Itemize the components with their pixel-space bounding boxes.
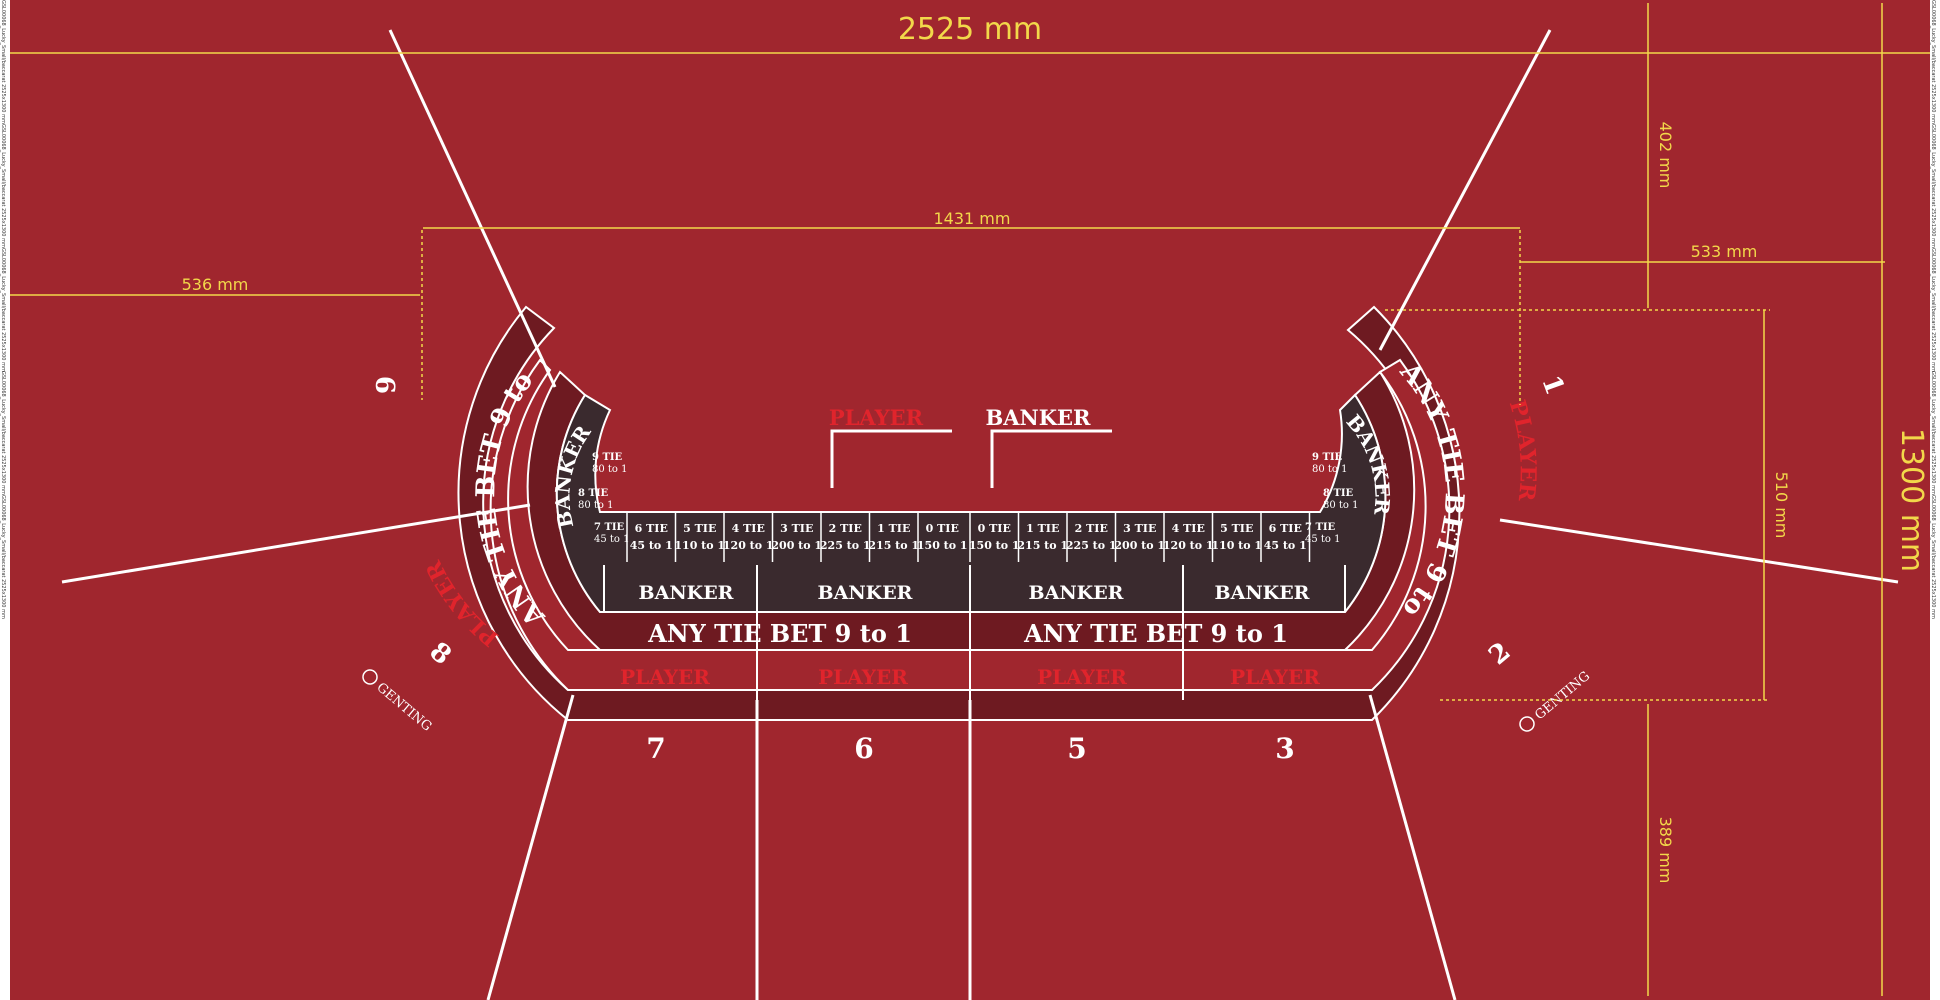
tie-cell-right-odds: 120 to 1 [1163, 539, 1214, 552]
svg-text:GENTING: GENTING [1532, 669, 1593, 723]
seat-number-3: 3 [1275, 732, 1294, 765]
svg-text:GENTING: GENTING [373, 680, 434, 734]
dimension-lines [10, 3, 1930, 996]
dim-top-gap: 402 mm [1656, 122, 1675, 189]
straight-dividers [603, 565, 1346, 700]
banker-box-label: BANKER [1029, 582, 1124, 604]
dim-inner-width: 1431 mm [934, 209, 1011, 228]
tie-cell-left-name: 4 TIE [732, 522, 765, 535]
dim-arc-height: 510 mm [1772, 472, 1791, 539]
tie-cell-left-odds: 110 to 1 [674, 539, 725, 552]
seat-number-5: 5 [1067, 732, 1086, 765]
genting-logo-left: GENTING [362, 669, 434, 735]
tie-cell-left-name: 0 TIE [926, 522, 959, 535]
print-code-strip-left: GSL00068_Lucky_Small/baccarat 2525x1300 … [0, 0, 10, 1000]
dim-left-offset: 536 mm [182, 275, 249, 294]
player-box-label: PLAYER [818, 665, 908, 689]
player-box-label: PLAYER [1230, 665, 1320, 689]
curve-right-player: PLAYER [1504, 397, 1541, 503]
player-box-label: PLAYER [1037, 665, 1127, 689]
tie-cell-right-odds: 215 to 1 [1017, 539, 1068, 552]
any-tie-label: ANY TIE BET 9 to 1 [647, 619, 912, 648]
tie-cell-left-odds: 120 to 1 [723, 539, 774, 552]
print-code: GSL00068_Lucky_Small/baccarat 2525x1300 … [0, 371, 6, 496]
tie-cell-left-name: 6 TIE [635, 522, 668, 535]
tie-cell-right-name: 3 TIE [1123, 522, 1156, 535]
print-code-strip-right: GSL00068_Lucky_Small/baccarat 2525x1300 … [1930, 0, 1940, 1000]
tie-cell-right-name: 5 TIE [1220, 522, 1253, 535]
tie-cell-right-odds: 45 to 1 [1264, 539, 1307, 552]
tie-cell-left-odds: 45 to 1 [630, 539, 673, 552]
dim-bottom-gap: 389 mm [1656, 817, 1675, 884]
tie-cell-left-odds: 225 to 1 [820, 539, 871, 552]
seat-number-2: 2 [1483, 637, 1516, 672]
dim-total-width: 2525 mm [898, 12, 1042, 47]
curve-left-tie-9-odds: 80 to 1 [592, 464, 627, 475]
curve-left-tie-7: 7 TIE [594, 522, 625, 533]
tie-cell-left-odds: 200 to 1 [771, 539, 822, 552]
seat-number-1: 1 [1535, 372, 1569, 399]
tie-cell-right-name: 1 TIE [1026, 522, 1059, 535]
print-code: GSL00068_Lucky_Small/baccarat 2525x1300 … [1930, 495, 1936, 620]
print-code: GSL00068_Lucky_Small/baccarat 2525x1300 … [0, 0, 6, 124]
tie-cell-right-odds: 225 to 1 [1066, 539, 1117, 552]
banker-box-label: BANKER [1215, 582, 1310, 604]
dim-total-height: 1300 mm [1894, 428, 1929, 572]
tie-cells: 6 TIE 45 to 1 5 TIE 110 to 1 4 TIE 120 to 1 3 … [626, 512, 1311, 562]
curve-right-tie-8-odds: 80 to 1 [1323, 500, 1358, 511]
seat-number-7: 7 [646, 732, 665, 765]
tie-cell-left-odds: 215 to 1 [868, 539, 919, 552]
seat-number-6: 6 [854, 732, 873, 765]
tie-cell-left-name: 1 TIE [877, 522, 910, 535]
curve-left-tie-8: 8 TIE [578, 488, 609, 499]
tie-cell-left-name: 2 TIE [829, 522, 862, 535]
genting-emblem-icon [1519, 716, 1535, 732]
tie-cell-right-name: 4 TIE [1172, 522, 1205, 535]
tie-cell-left-name: 3 TIE [780, 522, 813, 535]
dealer-boxes [830, 429, 1112, 488]
tie-band [555, 393, 1387, 613]
tie-cell-right-odds: 110 to 1 [1211, 539, 1262, 552]
curve-right-tie-8: 8 TIE [1323, 488, 1354, 499]
tie-cell-right-odds: 150 to 1 [969, 539, 1020, 552]
curve-left-tie-7-odds: 45 to 1 [594, 534, 629, 545]
print-code: GSL00068_Lucky_Small/baccarat 2525x1300 … [0, 123, 6, 248]
tie-cell-right-name: 0 TIE [978, 522, 1011, 535]
dealer-player-label: PLAYER [829, 405, 924, 430]
print-code: GSL00068_Lucky_Small/baccarat 2525x1300 … [1930, 247, 1936, 372]
curve-right-tie-9: 9 TIE [1312, 452, 1343, 463]
curve-right-tie-7-odds: 45 to 1 [1305, 534, 1340, 545]
seat-number-9: 9 [372, 376, 402, 394]
print-code: GSL00068_Lucky_Small/baccarat 2525x1300 … [1930, 123, 1936, 248]
genting-logo-right: GENTING [1519, 669, 1593, 732]
print-code: GSL00068_Lucky_Small/baccarat 2525x1300 … [1930, 0, 1936, 124]
seat-lines [61, 29, 1899, 1000]
curve-right-tie-7: 7 TIE [1305, 522, 1336, 533]
dealer-banker-label: BANKER [986, 405, 1091, 430]
banker-box-label: BANKER [639, 582, 734, 604]
curve-right-tie-9-odds: 80 to 1 [1312, 464, 1347, 475]
genting-emblem-icon [362, 669, 378, 685]
print-code: GSL00068_Lucky_Small/baccarat 2525x1300 … [1930, 371, 1936, 496]
print-code: GSL00068_Lucky_Small/baccarat 2525x1300 … [0, 247, 6, 372]
tie-cell-right-odds: 200 to 1 [1114, 539, 1165, 552]
print-code: GSL00068_Lucky_Small/baccarat 2525x1300 … [0, 495, 6, 620]
tie-cell-right-name: 6 TIE [1269, 522, 1302, 535]
straight-text: BANKER BANKER BANKER BANKER ANY TIE BET 9 to… [620, 582, 1320, 689]
player-box-label: PLAYER [620, 665, 710, 689]
tie-cell-left-name: 5 TIE [683, 522, 716, 535]
curve-left-tie-8-odds: 80 to 1 [578, 500, 613, 511]
any-tie-label: ANY TIE BET 9 to 1 [1023, 619, 1288, 648]
tie-cell-left-odds: 150 to 1 [917, 539, 968, 552]
seat-number-8: 8 [424, 637, 457, 672]
any-tie-band [489, 358, 1451, 691]
dim-right-offset: 533 mm [1691, 242, 1758, 261]
curve-left-tie-9: 9 TIE [592, 452, 623, 463]
tie-cell-right-name: 2 TIE [1075, 522, 1108, 535]
banker-box-label: BANKER [818, 582, 913, 604]
